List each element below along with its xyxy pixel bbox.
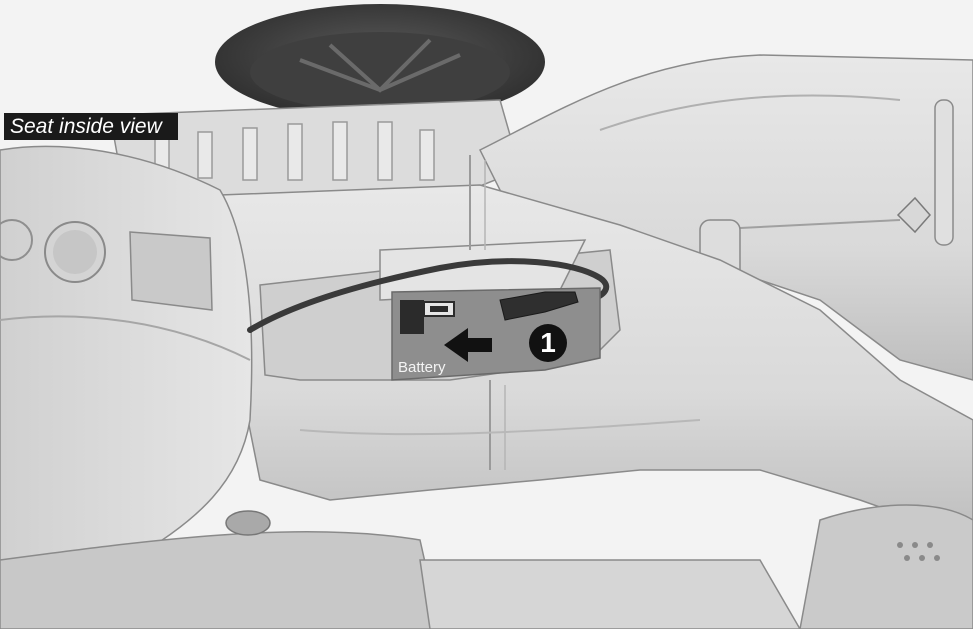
battery-connector: [400, 300, 455, 334]
body-right-upper: [478, 54, 973, 381]
battery-label: Battery: [398, 359, 446, 376]
rear-wheel: [215, 4, 545, 120]
arrow-left-icon: [444, 328, 492, 362]
step-number-badge: 1: [529, 324, 567, 362]
lower-frame-center: [419, 559, 801, 629]
battery-cable: [247, 258, 610, 333]
cable-plug: [499, 291, 579, 321]
hex-bolt: [896, 196, 932, 234]
body-post: [934, 99, 954, 246]
view-title: Seat inside view: [4, 113, 178, 140]
body-panel: [129, 231, 213, 311]
